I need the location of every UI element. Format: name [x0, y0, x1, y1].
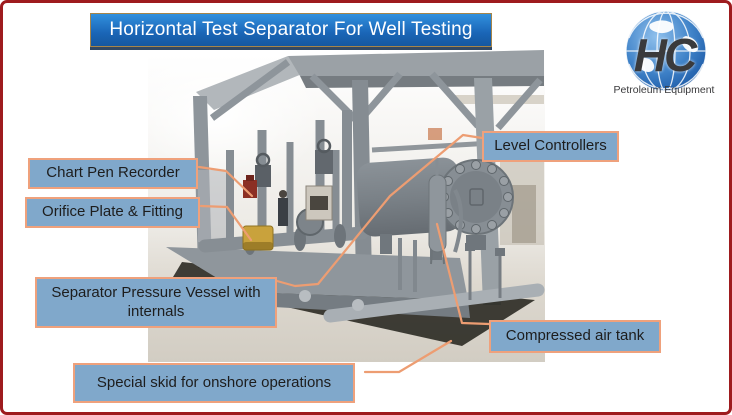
- leader-chart-pen-recorder: [197, 165, 254, 198]
- compressed-air-tank-vessel: [428, 160, 447, 265]
- leader-special-skid: [363, 339, 453, 374]
- callout-special-skid: Special skid for onshore operations: [73, 363, 355, 403]
- globe-icon: [625, 10, 707, 92]
- leader-level-controllers: [275, 133, 484, 288]
- callout-orifice-plate-fitting: Orifice Plate & Fitting: [25, 197, 200, 228]
- chart-recorder-instrument: [243, 175, 257, 198]
- callout-label: Special skid for onshore operations: [96, 373, 332, 391]
- callout-level-controllers: Level Controllers: [482, 131, 619, 162]
- callout-chart-pen-recorder: Chart Pen Recorder: [28, 158, 198, 189]
- callout-label: Orifice Plate & Fitting: [42, 203, 183, 221]
- separator-vessel: [356, 157, 514, 300]
- callout-label: Compressed air tank: [505, 327, 645, 345]
- title-banner: Horizontal Test Separator For Well Testi…: [90, 13, 492, 47]
- company-logo: HC Petroleum Equipment: [598, 6, 730, 102]
- leader-compressed-air-tank: [435, 222, 491, 326]
- logo-subtitle: Petroleum Equipment: [613, 84, 715, 96]
- callout-label: Level Controllers: [494, 137, 607, 155]
- piping-cluster: [198, 110, 442, 255]
- callout-label: Chart Pen Recorder: [46, 164, 180, 182]
- leader-orifice-plate-fitting: [199, 204, 253, 242]
- slide-title: Horizontal Test Separator For Well Testi…: [109, 19, 473, 40]
- callout-compressed-air-tank: Compressed air tank: [489, 320, 661, 353]
- orifice-fitting-valve: [242, 225, 274, 251]
- logo-monogram: HC: [633, 29, 697, 81]
- callout-label: Separator Pressure Vessel with internals: [51, 284, 261, 320]
- callout-separator-pressure-vessel: Separator Pressure Vessel with internals: [35, 277, 277, 328]
